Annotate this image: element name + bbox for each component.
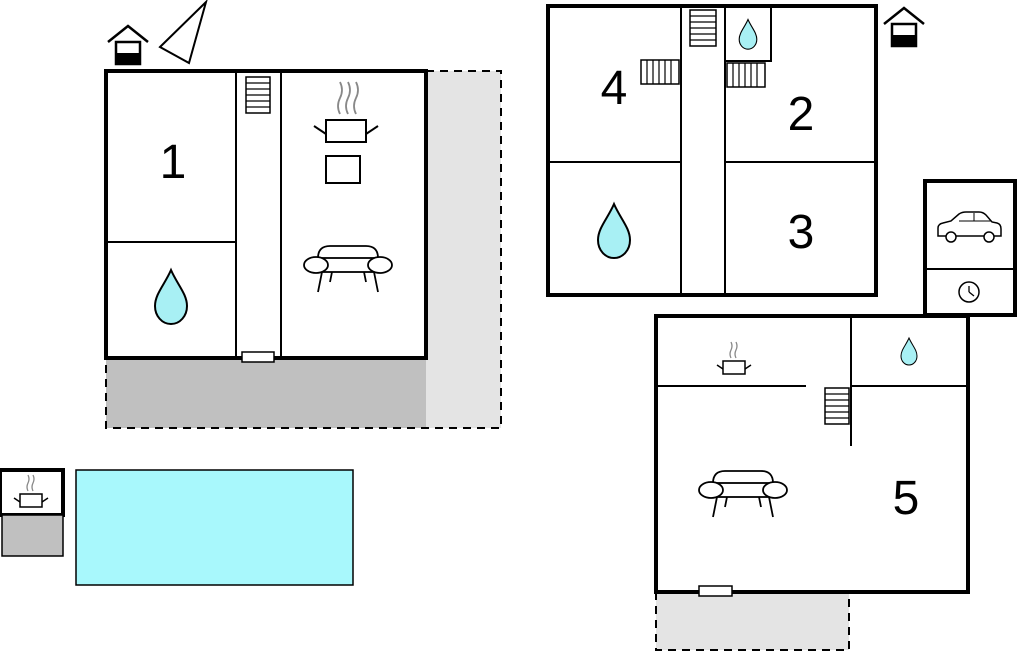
sofa-icon: [698, 470, 788, 518]
garage: [923, 179, 1017, 317]
stairs-icon: [824, 387, 850, 425]
stairs-icon: [640, 59, 680, 85]
compass-north-icon: [158, 0, 208, 65]
terrace-dark: [106, 358, 426, 428]
stairs-icon: [689, 9, 717, 47]
building-bottom-right: 5: [654, 314, 970, 651]
cooking-pot-icon: [313, 81, 379, 143]
summer-kitchen: [0, 468, 65, 517]
water-drop-icon: [900, 337, 918, 366]
building-left: 1: [104, 0, 502, 429]
door: [241, 351, 275, 363]
room-number-5: 5: [893, 472, 920, 525]
stairs-icon: [726, 62, 766, 88]
terrace-light: [426, 71, 501, 428]
water-drop-icon: [597, 203, 631, 259]
pool-terrace: [1, 514, 64, 557]
house-icon: [882, 6, 926, 48]
water-drop-icon: [738, 18, 758, 50]
clock-icon: [958, 281, 980, 303]
stairs-icon: [245, 76, 271, 114]
car-icon: [937, 211, 1002, 243]
sofa-icon: [303, 245, 393, 293]
house-icon: [106, 24, 150, 66]
room-number-2: 2: [788, 88, 815, 141]
pool-area: [0, 468, 354, 586]
building-top-right: 4 2 3: [546, 4, 926, 297]
door: [698, 585, 733, 597]
room-number-3: 3: [788, 206, 815, 259]
cooking-pot-icon: [716, 341, 752, 375]
terrace-light: [656, 592, 849, 650]
room-number-1: 1: [160, 136, 187, 189]
room-number-4: 4: [601, 62, 628, 115]
table: [325, 155, 361, 184]
water-drop-icon: [154, 269, 188, 325]
swimming-pool: [75, 469, 354, 586]
